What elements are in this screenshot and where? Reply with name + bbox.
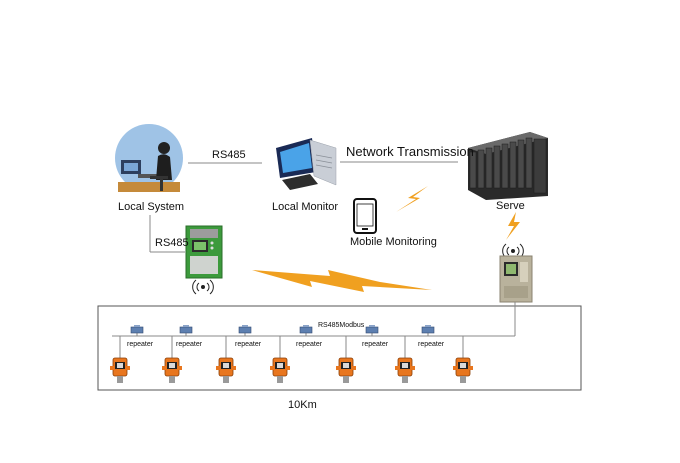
gas-detector-icon [162, 336, 182, 383]
link-label-network: Network Transmission [346, 144, 474, 159]
mobile-phone-icon [353, 198, 377, 234]
repeater-label: repeater [176, 341, 203, 348]
repeater-icon [238, 325, 252, 336]
repeater-icon [130, 325, 144, 336]
node-label-local-system: Local System [118, 201, 185, 213]
link-label-rs485: RS485 [212, 149, 246, 161]
repeater-label: repeater [362, 341, 389, 348]
controller-unit-right [499, 255, 533, 303]
controller-unit-left [185, 225, 223, 279]
gas-detector-icon [453, 336, 473, 383]
local-monitor-icon [276, 138, 337, 190]
gas-detector-icon [216, 336, 236, 383]
repeater-icon [179, 325, 193, 336]
bus-label-modbus: RS485Modbus [318, 322, 365, 329]
repeater-icon [365, 325, 379, 336]
repeater-label: repeater [127, 341, 154, 348]
repeater-label: repeater [296, 341, 323, 348]
repeater-label: repeater [418, 341, 445, 348]
node-label-local-monitor: Local Monitor [272, 201, 339, 213]
lightning-icon-wireless [252, 270, 432, 292]
repeater-label: repeater [235, 341, 262, 348]
wireless-signal-icon-left [192, 279, 214, 295]
repeater-icon [299, 325, 313, 336]
node-label-mobile: Mobile Monitoring [350, 236, 437, 248]
lightning-icon-server [506, 212, 520, 240]
server-icon [468, 132, 548, 200]
gas-detector-icon [110, 336, 130, 383]
link-label-rs485-controller: RS485 [155, 237, 189, 249]
repeater-icon [421, 325, 435, 336]
gas-detector-icon [270, 336, 290, 383]
field-bus-box [97, 305, 582, 391]
local-system-icon [115, 124, 183, 192]
node-label-serve: Serve [496, 200, 525, 212]
gas-detector-icon [336, 336, 356, 383]
gas-detector-icon [395, 336, 415, 383]
distance-label: 10Km [288, 399, 317, 411]
